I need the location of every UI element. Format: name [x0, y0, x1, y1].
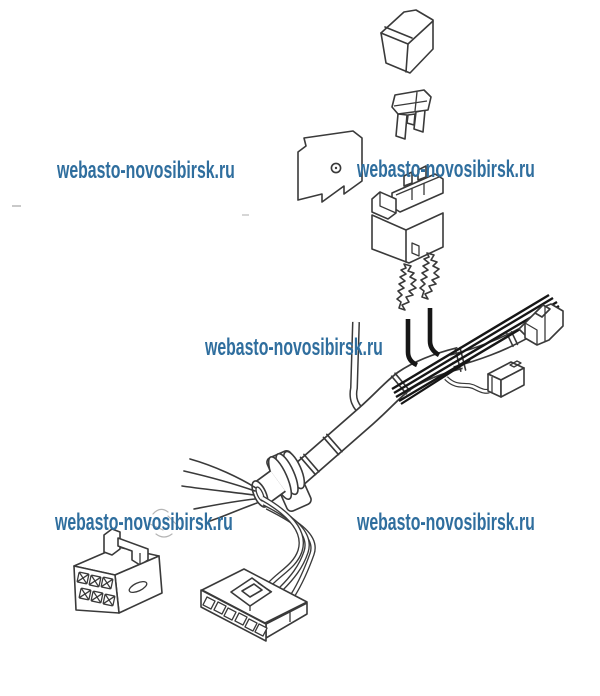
connector-lead-wires [260, 495, 316, 597]
box-front-face [500, 367, 525, 398]
watermark-middle: webasto-novosibirsk.ru [205, 334, 383, 361]
watermark-bottom-left: webasto-novosibirsk.ru [55, 509, 233, 536]
watermark-bottom-right: webasto-novosibirsk.ru [357, 509, 535, 536]
six-pin-holes [202, 596, 268, 637]
eight-pin-latch [103, 528, 149, 566]
pigtail-connector [518, 303, 564, 346]
watermark-top-right: webasto-novosibirsk.ru [357, 156, 535, 183]
inline-box-component [444, 360, 525, 398]
plate-outline [297, 130, 363, 203]
fuse-leg-left [395, 113, 408, 140]
fuse-body [391, 89, 432, 115]
breakout-wires [181, 458, 258, 522]
terminal-clip-left [396, 263, 417, 311]
cover-outline [380, 9, 434, 74]
pigtail-tab [534, 304, 551, 318]
eight-pin-connector [73, 528, 163, 614]
holder-mounting-plate [297, 130, 363, 203]
blade-fuse [391, 89, 432, 140]
fuse-supply-wires [405, 308, 441, 368]
fuse-leg-right [413, 109, 426, 133]
fuse-box-cover [380, 9, 434, 74]
holder-terminal-frame [391, 173, 444, 213]
eight-pin-cavities [76, 571, 116, 607]
terminal-clip-right [419, 252, 440, 300]
six-pin-connector [200, 568, 308, 642]
six-pin-latch [230, 577, 273, 611]
grommet-rings [267, 450, 306, 501]
fuse-holder [371, 165, 444, 264]
watermark-top-left: webasto-novosibirsk.ru [57, 157, 235, 184]
scan-artifacts [12, 205, 249, 216]
sketch-mark [149, 508, 177, 538]
